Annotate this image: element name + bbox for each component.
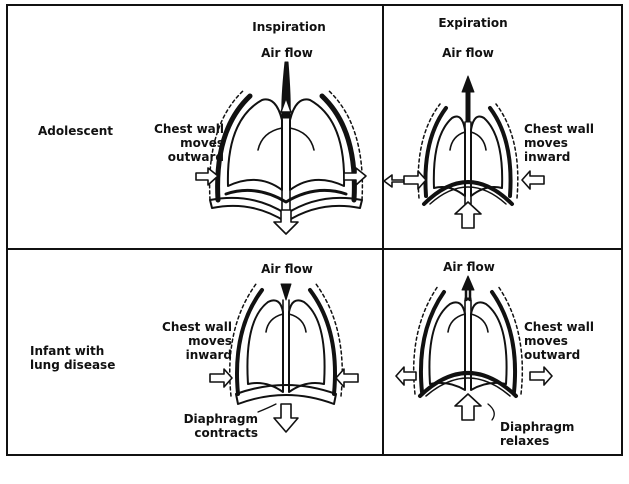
diaphragm-label-relaxes: Diaphragm relaxes [500,420,574,448]
row-label-infant: Infant with lung disease [30,344,115,372]
airflow-label-bl: Air flow [252,262,322,276]
chest-out-left-arrow [196,168,218,185]
airflow-label-br: Air flow [434,260,504,274]
airflow-label-tr: Air flow [433,46,503,60]
chest-wall-label-bl: Chest wall moves inward [142,320,232,362]
chest-in-right-arrow [522,171,544,189]
infant-airflow-out-arrow [462,276,474,290]
chest-wall-label-tl: Chest wall moves outward [120,122,224,164]
chest-in-left-arrow [404,171,426,189]
header-inspiration: Inspiration [244,20,334,34]
chest-wall-label-br: Chest wall moves outward [524,320,594,362]
diaphragm-down-arrow [274,210,298,234]
airflow-label-tl: Air flow [252,46,322,60]
adolescent-expiration-lungs [384,76,544,228]
diaphragm-domed [424,182,512,204]
diaphragm-label-contracts: Diaphragm contracts [154,412,258,440]
infant-inspiration-lungs [210,284,358,432]
diaphragm-up-arrow [455,202,481,228]
chest-wall-label-tr: Chest wall moves inward [524,122,594,164]
infant-airflow-in-arrow [281,284,291,300]
airflow-out-arrow [462,76,474,92]
header-expiration: Expiration [428,16,518,30]
row-label-adolescent: Adolescent [38,124,113,138]
